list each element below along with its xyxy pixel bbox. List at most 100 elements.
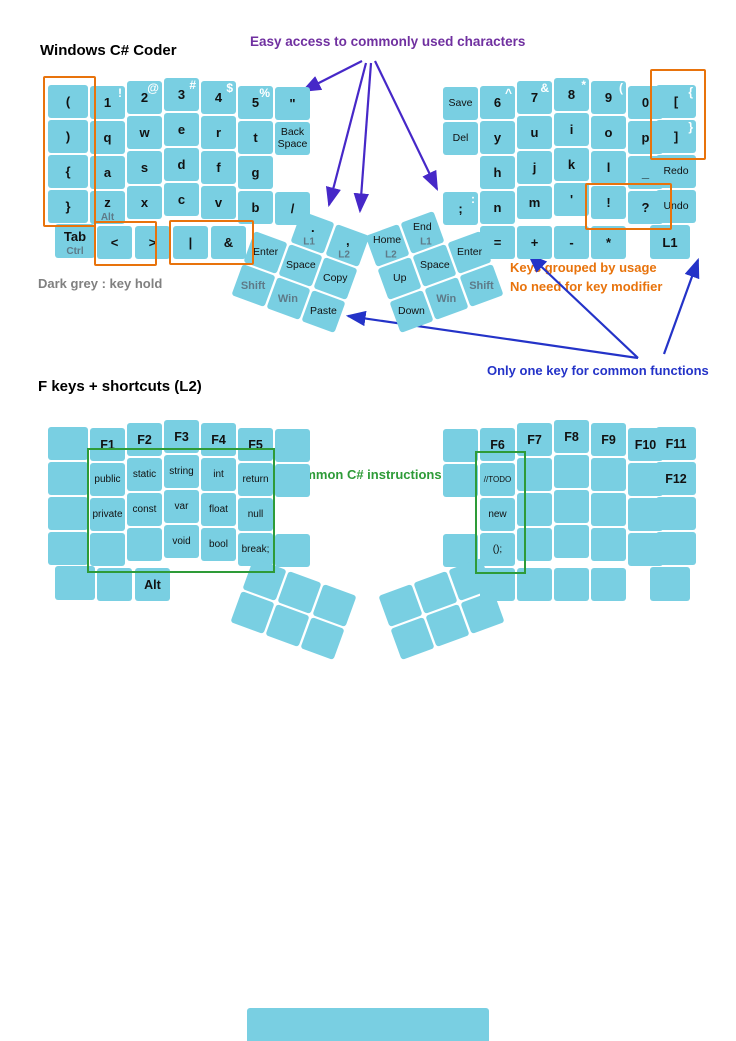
key-x: x [127,186,162,219]
key-symbol: ( [48,85,88,118]
key-symbol: { [48,155,88,188]
key-int: int [201,458,236,491]
key-symbol: / [275,192,310,225]
key-symbol: [{ [656,85,696,118]
key-t: t [238,121,273,154]
key-return: return [238,463,273,496]
key-8: 8* [554,78,589,111]
key-symbol: " [275,87,310,120]
key-symbol: ]} [656,120,696,153]
key-blank [443,429,478,462]
key-var: var [164,490,199,523]
key-blank [554,525,589,558]
key-i: i [554,113,589,146]
key-r: r [201,116,236,149]
easy-access-note: Easy access to commonly used characters [250,34,526,49]
key-y: y [480,121,515,154]
layer2-title: F keys + shortcuts (L2) [38,378,202,395]
key-null: null [238,498,273,531]
key-e: e [164,113,199,146]
key-symbol: < [97,226,132,259]
key-blank [443,464,478,497]
key-symbol: + [517,226,552,259]
highlight-box-green [475,451,526,574]
grouped-note-line2: No need for key modifier [510,279,663,294]
key-f8: F8 [554,420,589,453]
key-n: n [480,191,515,224]
annotation-arrow [301,60,363,92]
key-blank [517,493,552,526]
key-f: f [201,151,236,184]
key-f9: F9 [591,423,626,456]
key-blank [554,568,589,601]
key-5: 5% [238,86,273,119]
key-o: o [591,116,626,149]
key-const: const [127,493,162,526]
key-blank [275,464,310,497]
key-symbol: ) [48,120,88,153]
key-private: private [90,498,125,531]
key-blank [275,534,310,567]
key-l1: L1 [650,225,690,259]
key-symbol: > [135,226,170,259]
grouped-note-line1: Keys grouped by usage [510,260,657,275]
key-9: 9( [591,81,626,114]
key-blank [650,567,690,601]
key-f3: F3 [164,420,199,453]
key-alt: Alt [135,568,170,601]
key-g: g [238,156,273,189]
key-f1: F1 [90,428,125,461]
key-d: d [164,148,199,181]
key-string: string [164,455,199,488]
key-blank [591,528,626,561]
key-public: public [90,463,125,496]
key-redo: Redo [656,155,696,188]
key-back-space: Back Space [275,122,310,155]
key-symbol: * [591,226,626,259]
key-blank [90,533,125,566]
key-f4: F4 [201,423,236,456]
key-blank [591,458,626,491]
key-new: new [480,498,515,531]
key-blank [656,497,696,530]
key-blank [554,490,589,523]
key-bool: bool [201,528,236,561]
key-c: c [164,183,199,216]
key-blank [591,568,626,601]
key-6: 6^ [480,86,515,119]
annotation-arrow [325,62,368,208]
annotation-arrow [353,62,373,214]
key-symbol: (); [480,533,515,566]
highlight-box-orange [169,220,254,265]
key-save: Save [443,87,478,120]
key-todo: //TODO [480,463,515,496]
key-symbol: - [554,226,589,259]
key-k: k [554,148,589,181]
key-v: v [201,186,236,219]
highlight-box-green [87,448,275,573]
key-h: h [480,156,515,189]
key-blank [48,462,88,495]
key-void: void [164,525,199,558]
key-blank [591,493,626,526]
cropped-keyboard-fragment [247,1008,489,1041]
key-hold-note: Dark grey : key hold [38,276,163,291]
key-3: 3# [164,78,199,111]
key-f7: F7 [517,423,552,456]
key-f6: F6 [480,428,515,461]
key-f11: F11 [656,427,696,460]
key-s: s [127,151,162,184]
annotation-arrow [345,310,639,360]
key-symbol: ' [554,183,589,216]
layer1-title: Windows C# Coder [40,42,177,59]
key-u: u [517,116,552,149]
key-del: Del [443,122,478,155]
key-2: 2@ [127,81,162,114]
annotation-arrow [374,60,438,191]
key-blank [48,532,88,565]
key-blank [97,568,132,601]
key-blank [656,532,696,565]
key-w: w [127,116,162,149]
annotation-arrow [662,257,700,355]
key-blank [517,528,552,561]
